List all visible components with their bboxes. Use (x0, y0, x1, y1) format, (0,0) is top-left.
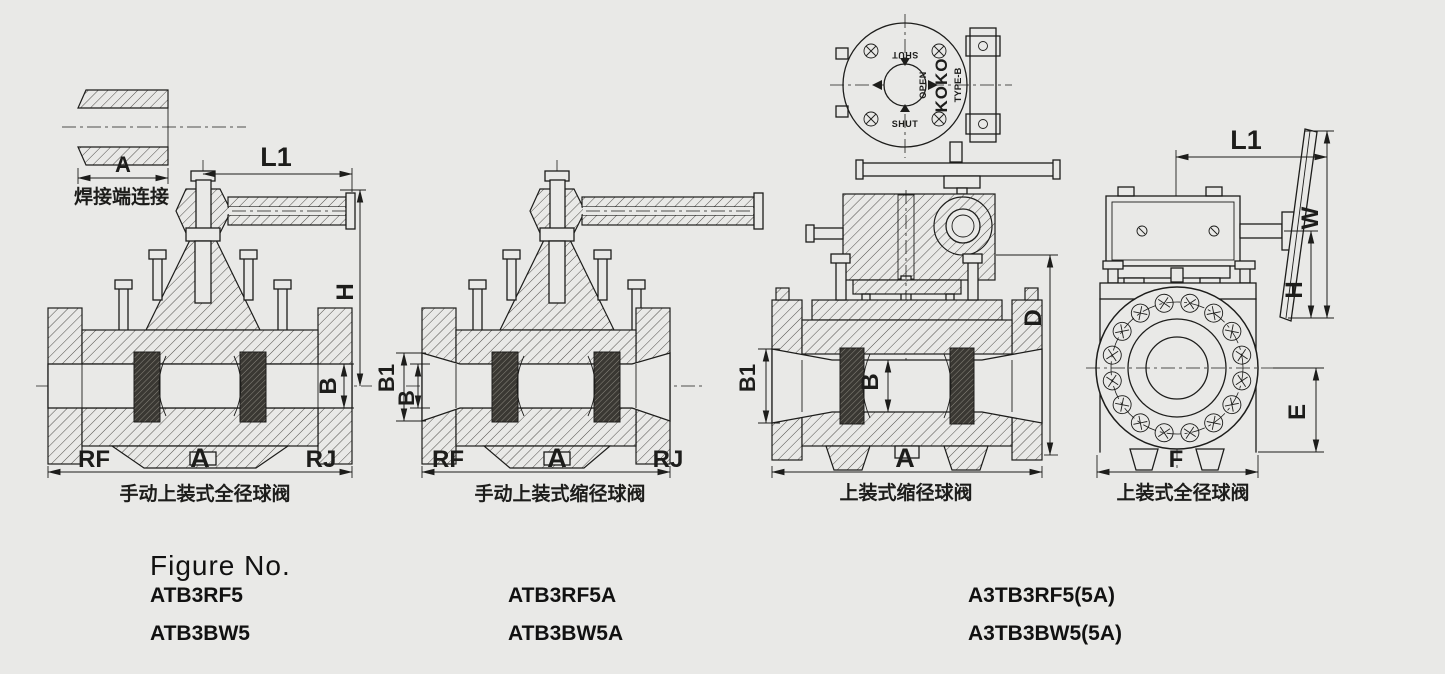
v3-dim-b1: B1 (735, 364, 760, 392)
v3-dim-b: B (857, 373, 884, 390)
v1-dim-rj: RJ (306, 446, 337, 473)
v3-dim-a: A (895, 443, 915, 473)
v2-dim-rf: RF (432, 446, 464, 473)
actuator-brand-label: KOKO (932, 58, 951, 113)
v1-dim-rf: RF (78, 446, 110, 473)
caption-view-4: 上装式全径球阀 (1116, 483, 1250, 504)
valve-view-1: L1 H B RF A RJ (36, 142, 372, 478)
v4-dim-l1: L1 (1230, 125, 1262, 155)
v2-dim-a: A (547, 443, 567, 473)
v2-dim-b1: B1 (374, 364, 399, 392)
valve-view-2: B1 B RF A RJ (374, 160, 764, 478)
v3-dim-d: D (1020, 309, 1047, 326)
figure-no-atb3rf5a: ATB3RF5A (508, 584, 617, 607)
valve-view-4: L1 W H E F (1086, 125, 1334, 478)
caption-view-3: 上装式缩径球阀 (839, 483, 973, 504)
caption-view-2: 手动上装式缩径球阀 (474, 484, 646, 505)
weld-end-label: 焊接端连接 (74, 187, 170, 208)
figure-no-atb3bw5: ATB3BW5 (150, 622, 250, 645)
figure-no-heading: Figure No. (150, 550, 291, 581)
caption-view-1: 手动上装式全径球阀 (119, 484, 291, 505)
figure-no-a3tb3bw5: A3TB3BW5(5A) (968, 622, 1123, 645)
v4-dim-f: F (1169, 446, 1184, 473)
actuator-shut-top-label: SHUT (892, 50, 919, 60)
v4-dim-e: E (1284, 404, 1311, 420)
actuator-shut-bottom-label: SHUT (892, 119, 919, 129)
v1-dim-l1: L1 (260, 142, 292, 172)
weld-dim-a: A (115, 152, 131, 177)
v1-dim-a: A (190, 443, 210, 473)
v1-dim-b: B (315, 377, 342, 394)
actuator-type-label: TYPE-B (953, 67, 964, 102)
actuator-open-label: OPEN (918, 71, 928, 99)
weld-end-detail: A (62, 89, 246, 184)
v4-dim-h: H (1281, 281, 1308, 298)
v1-dim-h: H (332, 283, 359, 300)
figure-no-a3tb3rf5: A3TB3RF5(5A) (968, 584, 1116, 607)
gear-actuator-top-view: SHUT SHUT OPEN KOKO TYPE-B (830, 14, 1012, 158)
v4-dim-w: W (1297, 206, 1324, 229)
valve-view-3: SHUT SHUT OPEN KOKO TYPE-B (735, 14, 1061, 478)
figure-no-atb3rf5: ATB3RF5 (150, 584, 243, 607)
v2-dim-rj: RJ (653, 446, 684, 473)
v2-dim-b: B (394, 390, 419, 406)
figure-no-atb3bw5a: ATB3BW5A (508, 622, 624, 645)
